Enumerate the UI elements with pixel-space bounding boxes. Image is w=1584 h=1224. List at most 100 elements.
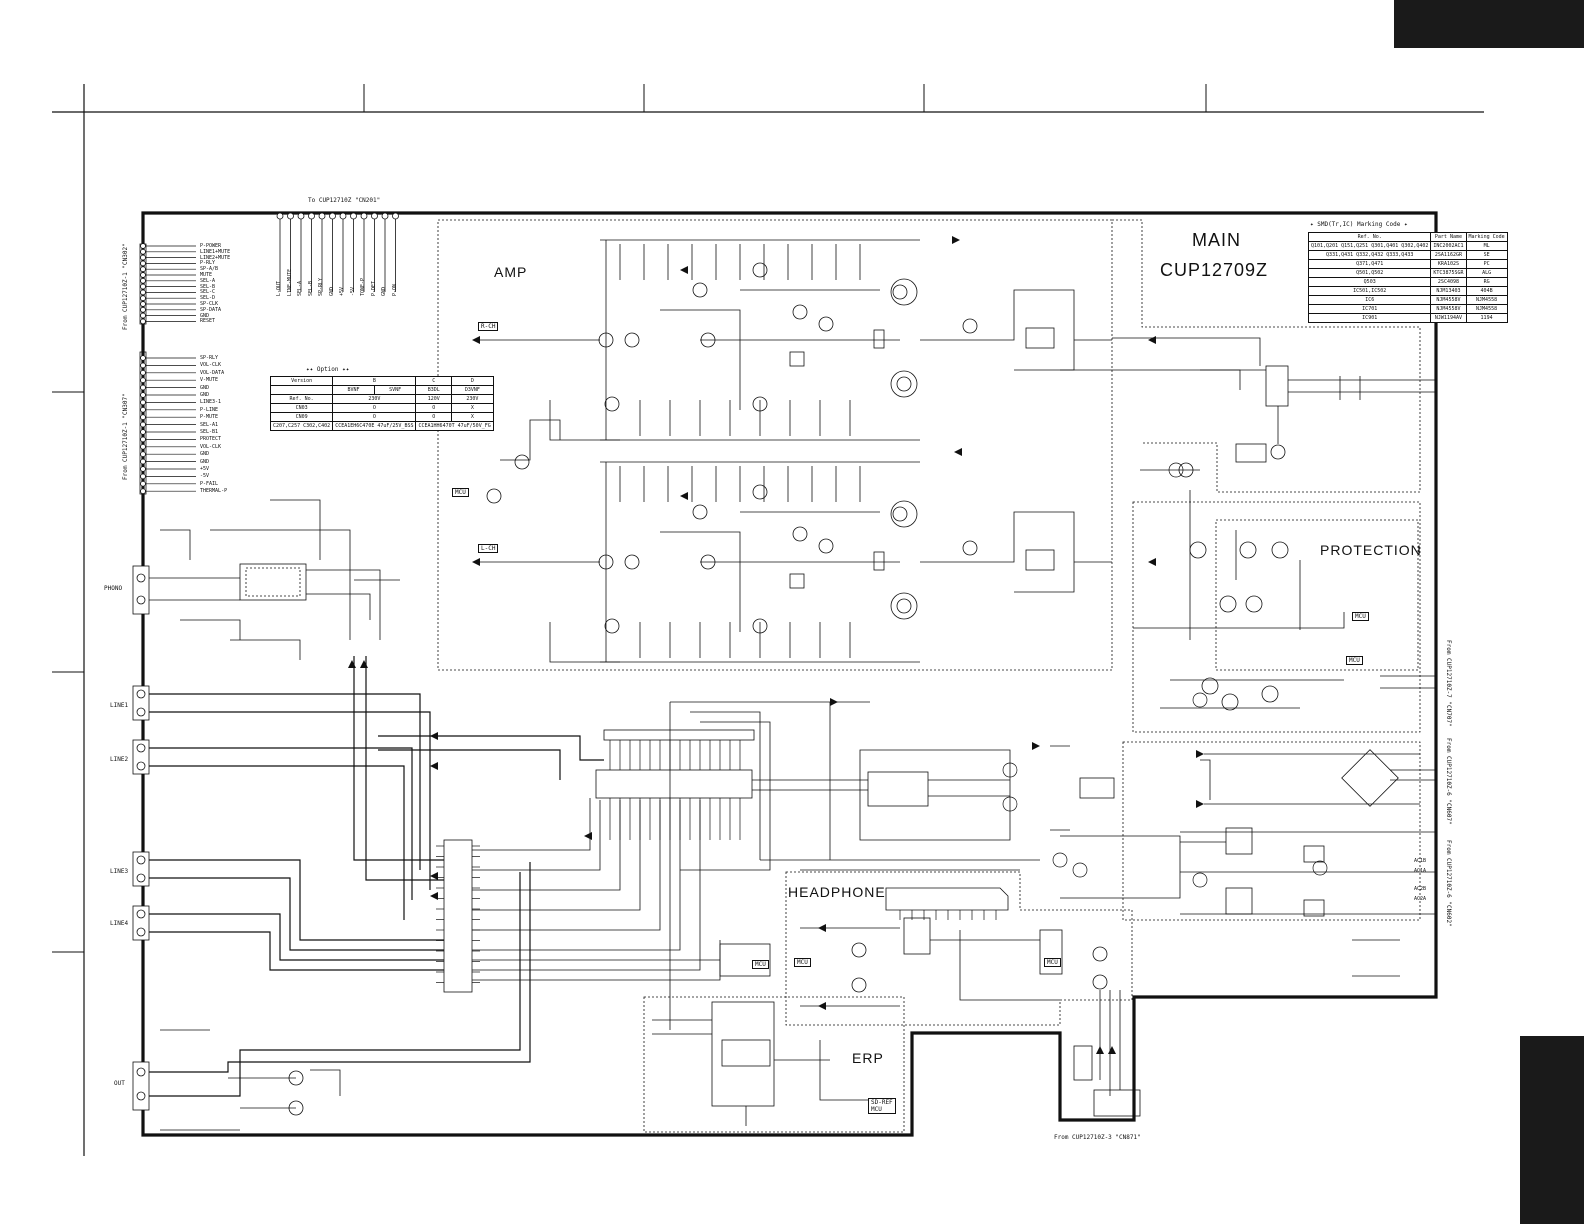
pin-label: GND — [200, 312, 210, 319]
top-pin — [329, 212, 336, 220]
transistor — [514, 454, 530, 470]
mcu-tag-right: MCU — [1346, 656, 1363, 665]
amp-title: AMP — [494, 264, 528, 280]
pin-label: GND — [200, 392, 210, 398]
transistor — [604, 618, 620, 634]
erp-block — [643, 996, 905, 1133]
transistor — [624, 332, 640, 348]
line4-label: LINE4 — [110, 920, 129, 927]
pin-label: GND — [200, 384, 210, 391]
top-pin-label: SEL-B — [307, 280, 314, 296]
input-jacks — [132, 565, 150, 1111]
left-pin — [140, 278, 146, 284]
option-cell: CCEA1EH6C470E 47uF/25V_BSS — [332, 421, 417, 431]
right-connector-1-label: From CUP12710Z-7 "CN707" — [1445, 640, 1452, 727]
option-cell: CN09 — [269, 412, 334, 422]
left-pin — [140, 488, 146, 494]
transistor — [1192, 872, 1208, 888]
left-pin — [140, 429, 146, 435]
option-header: D — [450, 376, 494, 386]
smd-cell: NJW1194AV — [1430, 313, 1467, 323]
right-connector-2-label: From CUP12710Z-6 "CN607" — [1445, 738, 1452, 825]
input-lines — [149, 656, 604, 1097]
transistor — [1002, 796, 1018, 812]
smd-cell: Q371,Q471 — [1307, 259, 1432, 269]
pin-label: VOL-DATA — [200, 369, 225, 376]
left-lower-connector-label: From CUP12710Z-1 "CN307" — [122, 393, 129, 480]
option-table-title: ✦✦ Option ✦✦ — [306, 366, 350, 373]
left-pin — [140, 318, 146, 325]
left-pin — [140, 466, 146, 472]
pin-label: SEL-D — [200, 295, 216, 302]
smd-cell: INC2002AC1 — [1430, 241, 1467, 251]
option-cell: O — [415, 403, 452, 413]
line2-label: LINE2 — [110, 756, 129, 763]
smd-cell: Q503 — [1307, 277, 1432, 287]
power-supply — [1060, 749, 1436, 977]
left-pin — [140, 307, 146, 313]
pin-label: THERMAL-P — [200, 488, 228, 495]
ac2b-label: AC2B — [1414, 886, 1427, 892]
pin-label: P-MUTE — [200, 414, 219, 421]
mcu-tag-protection: MCU — [1352, 612, 1369, 621]
speaker-block — [1112, 219, 1421, 493]
left-pin — [140, 254, 146, 261]
smd-cell: 404B — [1465, 286, 1508, 296]
option-cell: O — [332, 412, 417, 422]
top-pin — [339, 212, 347, 220]
left-pin — [140, 384, 146, 391]
left-pin — [140, 370, 146, 376]
smd-cell: IC901 — [1307, 313, 1432, 323]
headphone-title: HEADPHONE — [788, 884, 886, 900]
smd-cell: ML — [1465, 241, 1508, 251]
top-pin-label: SP-RLY — [318, 277, 324, 296]
transistor — [604, 396, 620, 412]
option-cell: B3DL — [415, 385, 452, 395]
option-cell: C207,C257 C302,C402 — [269, 421, 334, 431]
pin-label: SEL-A1 — [200, 421, 219, 428]
page-tab-top — [1394, 0, 1584, 48]
option-cell: X — [450, 412, 494, 422]
transistor — [1072, 862, 1088, 878]
left-pin — [140, 301, 146, 307]
left-pin — [140, 451, 146, 457]
transistor — [486, 488, 502, 504]
top-pin — [318, 212, 326, 220]
smd-cell: Q101,Q201 Q151,Q251 Q301,Q401 Q302,Q402 — [1307, 241, 1432, 251]
transistor — [752, 262, 768, 278]
pin-label: SEL-A — [200, 277, 216, 284]
transistor — [892, 506, 908, 522]
transistor — [692, 282, 708, 298]
mcu-tag-headphone-2: MCU — [1044, 958, 1061, 967]
left-pin — [140, 414, 146, 420]
option-cell — [269, 385, 334, 395]
transistor — [752, 484, 768, 500]
line1-label: LINE1 — [110, 702, 129, 709]
out-label: OUT — [114, 1080, 125, 1087]
smd-cell: NJM4558 — [1465, 304, 1508, 314]
transistor — [818, 538, 834, 554]
headphone-block — [785, 871, 1133, 1026]
mcu-tag-headphone-1: MCU — [794, 958, 811, 967]
top-pin-label: TONE-P — [360, 277, 366, 296]
right-connector-3-label: From CUP12710Z-6 "CN602" — [1445, 840, 1452, 927]
ac1b-label: AC1B — [1414, 858, 1427, 864]
pin-label: LINE3-1 — [200, 399, 222, 406]
pin-label: VOL-CLK — [200, 362, 222, 369]
left-pin — [140, 355, 146, 361]
pin-label: SEL-B — [200, 283, 216, 290]
left-connector-lower — [139, 351, 147, 495]
left-pin — [140, 312, 146, 319]
transistor — [692, 504, 708, 520]
pin-label: SP-DATA — [200, 306, 222, 313]
transistor — [892, 284, 908, 300]
left-pin — [140, 362, 146, 369]
top-pin-label: P-ON — [391, 283, 398, 296]
transistor — [962, 540, 978, 556]
top-pin — [371, 212, 378, 220]
protection-circuit — [1133, 462, 1436, 711]
pin-label: +5V — [200, 466, 210, 472]
transistor — [598, 332, 614, 348]
left-pin — [140, 481, 146, 487]
left-pin — [140, 399, 146, 406]
